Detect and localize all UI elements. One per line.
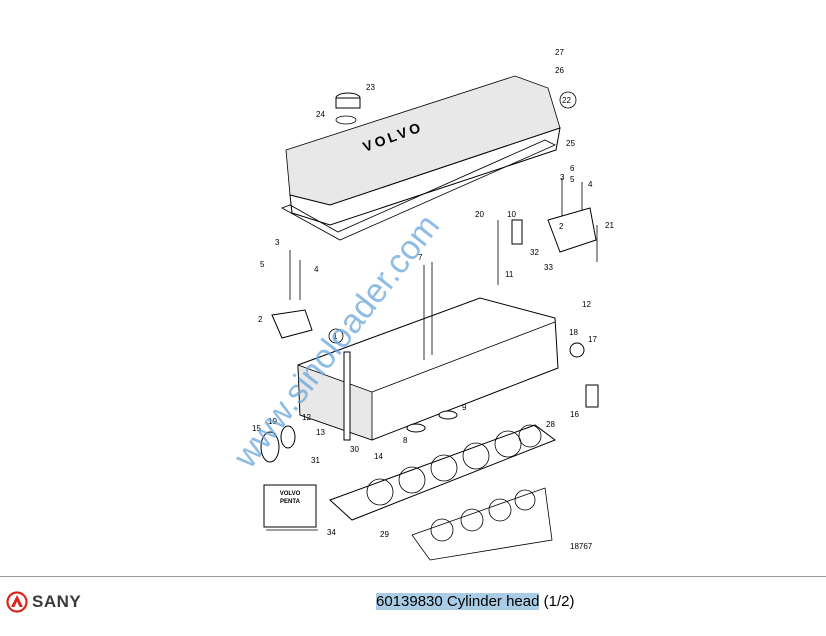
callout-1: 1 [333,332,338,341]
callout-8: 8 [403,436,408,445]
valve-cover: VOLVO [285,75,561,226]
callout-3-right: 3 [560,173,565,182]
sany-logo-icon [6,591,28,613]
plug-17 [569,342,585,358]
figure-number: 18767 [570,542,593,551]
callout-24: 24 [316,110,325,119]
callout-25: 25 [566,139,575,148]
seal-ring-19 [280,425,296,449]
callout-2-left: 2 [258,315,263,324]
callout-18: 18 [569,328,578,337]
oil-filler-cap [335,92,361,125]
sleeve-16 [585,384,599,408]
sany-logo-text: SANY [32,592,82,611]
callout-22: 22 [562,96,571,105]
callout-33: 33 [544,263,553,272]
washer-9 [438,410,458,420]
callout-4-left: 4 [314,265,319,274]
callout-10: 10 [507,210,516,219]
callout-27: 27 [555,48,564,57]
callout-6: 6 [570,164,575,173]
callout-3-left: 3 [275,238,280,247]
fuel-injectors [289,178,598,360]
callout-13: 13 [316,428,325,437]
callout-7: 7 [418,253,423,262]
callout-26: 26 [555,66,564,75]
callout-numbers: 27 26 23 24 22 25 6 3 5 4 20 10 2 32 33 … [252,48,614,551]
callout-15: 15 [252,424,261,433]
callout-23: 23 [366,83,375,92]
callout-14: 14 [374,452,383,461]
callout-20: 20 [475,210,484,219]
callout-12-left: 12 [302,413,311,422]
callout-5-right: 5 [570,175,575,184]
injector-clamp-right [547,207,597,253]
head-gasket [329,424,557,521]
head-gasket-alt [411,487,553,561]
callout-29: 29 [380,530,389,539]
callout-34: 34 [327,528,336,537]
callout-21: 21 [605,221,614,230]
callout-2-right: 2 [559,222,564,231]
long-bolt-30 [343,351,351,441]
manual-label-line-1: VOLVO [280,491,301,497]
callout-9: 9 [462,403,467,412]
injector-clamp-left [271,309,313,339]
seal-ring-15 [260,431,280,463]
manual-label-line-2: PENTA [280,499,301,505]
callout-28: 28 [546,420,555,429]
document-title-highlighted: 60139830 Cylinder head [376,593,540,610]
document-title: 60139830 Cylinder head (1/2) [376,593,574,610]
callout-16: 16 [570,410,579,419]
callout-32: 32 [530,248,539,257]
callout-19: 19 [268,417,277,426]
callout-31: 31 [311,456,320,465]
callout-17: 17 [588,335,597,344]
cover-gasket [281,139,556,241]
callout-4-right: 4 [588,180,593,189]
exploded-parts-diagram: VOLVO [226,48,614,561]
callout-12-right: 12 [582,300,591,309]
sany-logo: SANY [6,590,81,614]
footer-divider [0,576,826,577]
service-manual-booklet: VOLVO PENTA [263,484,318,531]
document-page-indicator: (1/2) [539,593,575,610]
callout-11: 11 [505,270,514,279]
callout-30: 30 [350,445,359,454]
callout-5-left: 5 [260,260,265,269]
washer-8 [406,423,426,433]
